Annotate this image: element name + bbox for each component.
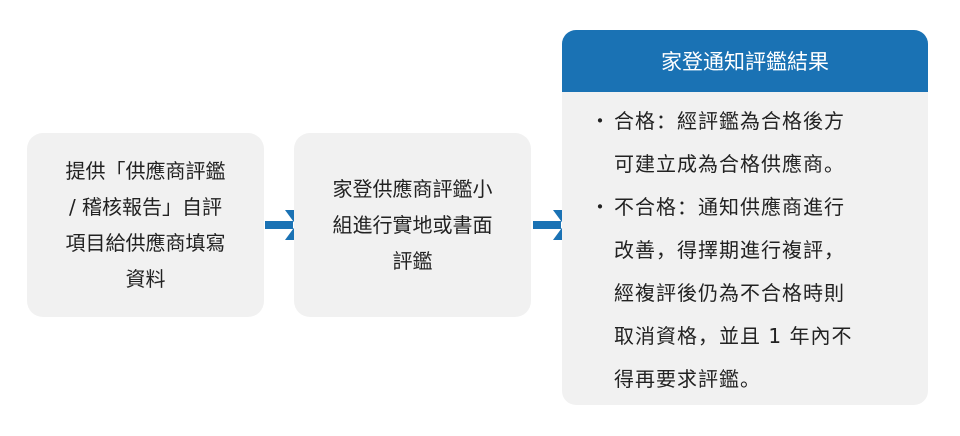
step-text: 家登供應商評鑑小 [332,177,493,201]
item-text: 經複評後仍為不合格時則 [614,281,845,305]
result-panel: 家登通知評鑑結果 ・ 合格：經評鑑為合格後方 可建立成為合格供應商。 ・ 不合格… [562,30,928,405]
item-text: 可建立成為合格供應商。 [614,152,845,176]
result-panel-title: 家登通知評鑑結果 [562,30,928,92]
item-text: 取消資格，並且 1 年內不 [614,324,853,348]
item-text: 不合格：通知供應商進行 [614,195,845,219]
step-onsite-evaluation: 家登供應商評鑑小 組進行實地或書面 評鑑 [294,133,531,317]
bullet: ・ [590,109,610,133]
result-fail-item: ・ 不合格：通知供應商進行 改善，得擇期進行複評， 經複評後仍為不合格時則 取消… [590,186,928,401]
bullet: ・ [590,195,610,219]
step-text: 提供「供應商評鑑 [65,159,226,183]
step-text: 組進行實地或書面 [332,213,493,237]
step-text: 資料 [125,267,166,291]
item-text: 改善，得擇期進行複評， [614,238,845,262]
step-provide-self-assessment: 提供「供應商評鑑 / 稽核報告」自評 項目給供應商填寫 資料 [27,133,264,317]
step-text: 評鑑 [392,249,433,273]
step-text: 項目給供應商填寫 [65,231,226,255]
step-text: / 稽核報告」自評 [68,195,223,219]
result-pass-item: ・ 合格：經評鑑為合格後方 可建立成為合格供應商。 [590,100,928,186]
item-text: 合格：經評鑑為合格後方 [614,109,845,133]
item-text: 得再要求評鑑。 [614,367,761,391]
